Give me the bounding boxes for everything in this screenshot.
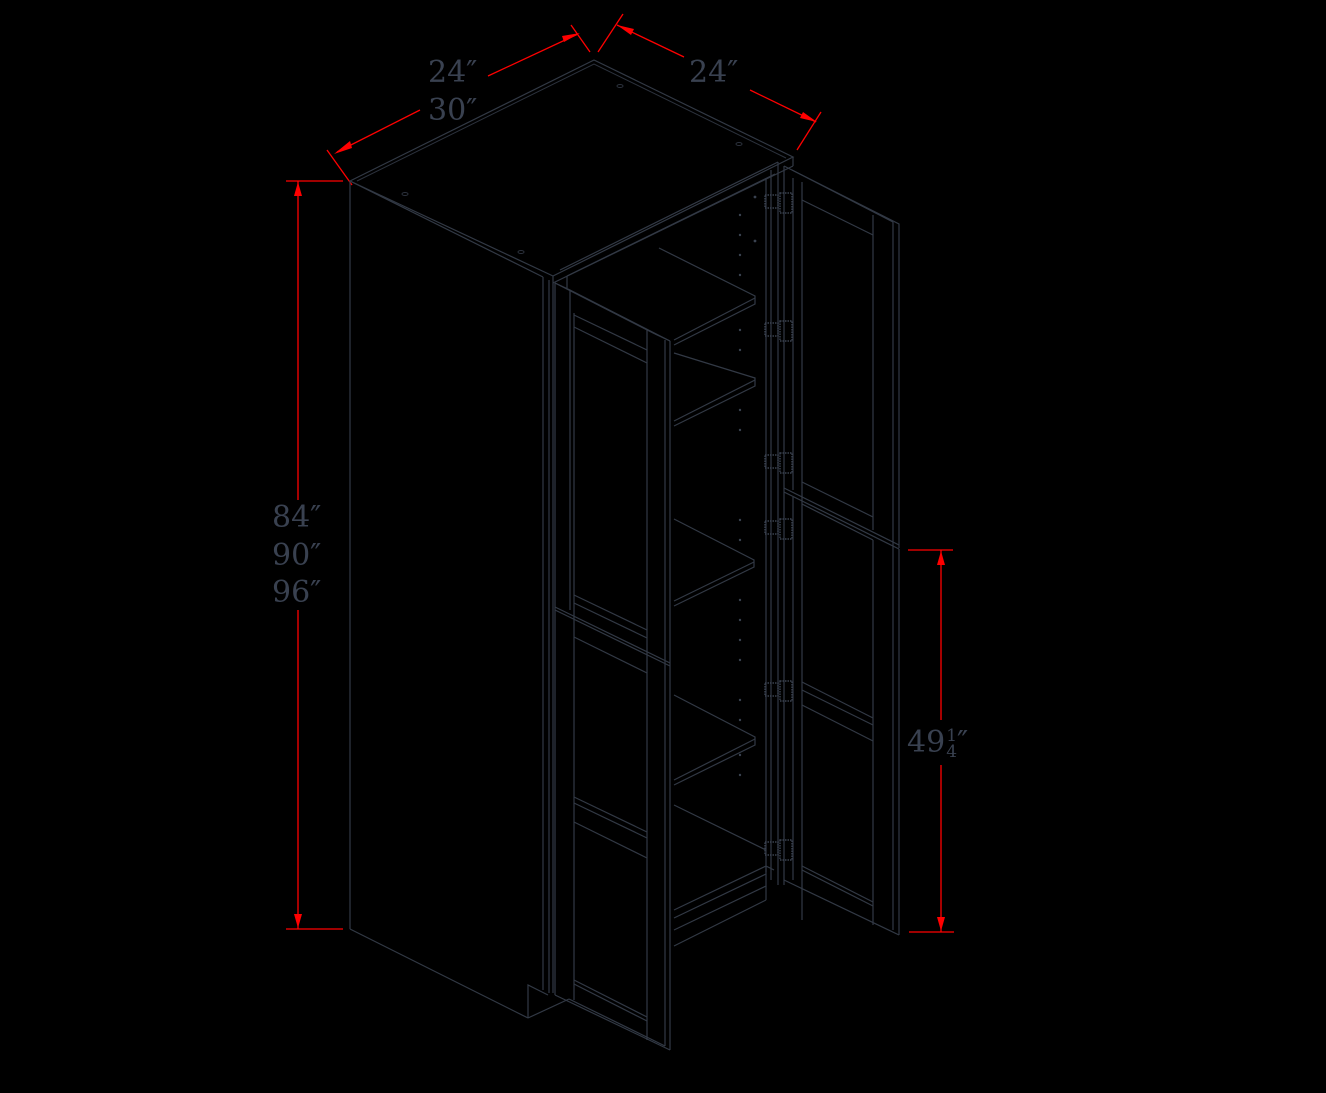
fraction-denominator: 4 bbox=[946, 742, 958, 763]
right-lower-door bbox=[783, 497, 900, 936]
depth-label-24: 24″ bbox=[689, 55, 739, 90]
width-label-30: 30″ bbox=[428, 93, 478, 128]
hinges bbox=[764, 192, 793, 861]
shelves bbox=[658, 195, 775, 947]
hinge-icon bbox=[764, 320, 793, 342]
fraction-numerator: 1 bbox=[946, 726, 958, 746]
hinge-icon bbox=[764, 192, 793, 214]
height-dimension-line bbox=[286, 180, 343, 930]
height-label-90: 90″ bbox=[272, 538, 322, 573]
depth-dimension-line bbox=[597, 13, 822, 151]
door-height-whole: 49 bbox=[907, 725, 946, 761]
left-side-panel bbox=[349, 180, 570, 1019]
hinge-icon bbox=[764, 518, 793, 540]
door-height-unit: ″ bbox=[957, 725, 969, 761]
cabinet-top bbox=[348, 59, 795, 284]
left-upper-door bbox=[554, 282, 671, 1050]
right-upper-door bbox=[783, 165, 900, 930]
width-label-24: 24″ bbox=[428, 55, 478, 90]
shelf-pin-holes bbox=[738, 195, 757, 777]
hinge-icon bbox=[764, 452, 793, 474]
face-frame bbox=[559, 161, 785, 885]
height-label-84: 84″ bbox=[272, 500, 322, 535]
hinge-icon bbox=[764, 680, 793, 702]
height-label-96: 96″ bbox=[272, 575, 322, 610]
door-height-dimension-line bbox=[908, 549, 954, 933]
width-dimension-line bbox=[326, 24, 591, 186]
hinge-icon bbox=[764, 839, 793, 861]
left-lower-door bbox=[554, 796, 671, 1051]
